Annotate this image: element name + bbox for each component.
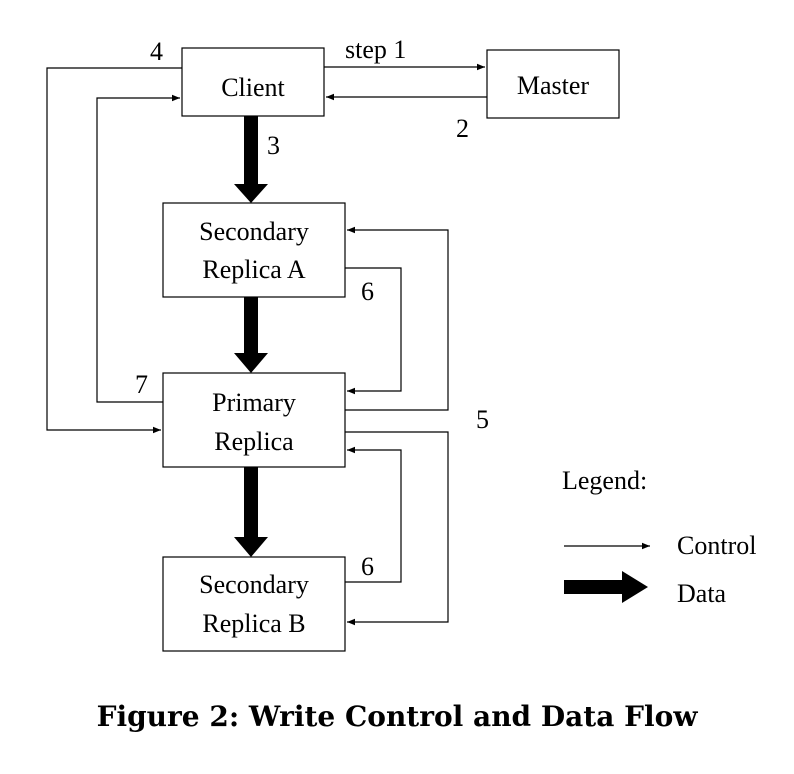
legend-control-label: Control xyxy=(677,531,756,560)
label-step6b: 6 xyxy=(361,552,374,581)
legend: Legend: Control Data xyxy=(562,466,756,608)
legend-data-arrow xyxy=(564,571,648,603)
figure-caption: Figure 2: Write Control and Data Flow xyxy=(96,700,698,733)
client-node: Client xyxy=(181,47,325,117)
legend-data-label: Data xyxy=(677,579,727,608)
primary-replica-node: Primary Replica xyxy=(162,372,346,468)
secondary-replica-a-node: Secondary Replica A xyxy=(162,202,346,298)
primary-line2: Replica xyxy=(214,427,294,456)
data-arrow-step3 xyxy=(234,116,268,203)
client-label: Client xyxy=(221,73,285,102)
label-step2: 2 xyxy=(456,114,469,143)
label-step5: 5 xyxy=(476,405,489,434)
write-flow-diagram: Client Master Secondary Replica A Primar… xyxy=(46,35,756,652)
data-arrow-primary-to-b xyxy=(234,467,268,557)
label-step6a: 6 xyxy=(361,277,374,306)
control-arrow-step4 xyxy=(46,67,182,434)
data-arrow-a-to-primary xyxy=(234,297,268,373)
secondary-a-line2: Replica A xyxy=(202,255,305,284)
secondary-a-line1: Secondary xyxy=(199,217,309,246)
control-arrow-step7 xyxy=(96,94,180,403)
legend-title: Legend: xyxy=(562,466,647,495)
primary-line1: Primary xyxy=(212,388,296,417)
label-step1: step 1 xyxy=(345,35,406,64)
label-step3: 3 xyxy=(267,131,280,160)
master-node: Master xyxy=(486,49,620,119)
secondary-b-line1: Secondary xyxy=(199,570,309,599)
control-arrow-step6a xyxy=(345,267,402,395)
label-step4: 4 xyxy=(150,37,163,66)
control-arrow-step5a xyxy=(345,226,449,411)
master-label: Master xyxy=(517,71,590,100)
control-arrow-step6b xyxy=(345,446,402,583)
label-step7: 7 xyxy=(135,370,148,399)
secondary-replica-b-node: Secondary Replica B xyxy=(162,556,346,652)
control-arrow-step5b xyxy=(345,431,449,626)
secondary-b-line2: Replica B xyxy=(202,609,305,638)
